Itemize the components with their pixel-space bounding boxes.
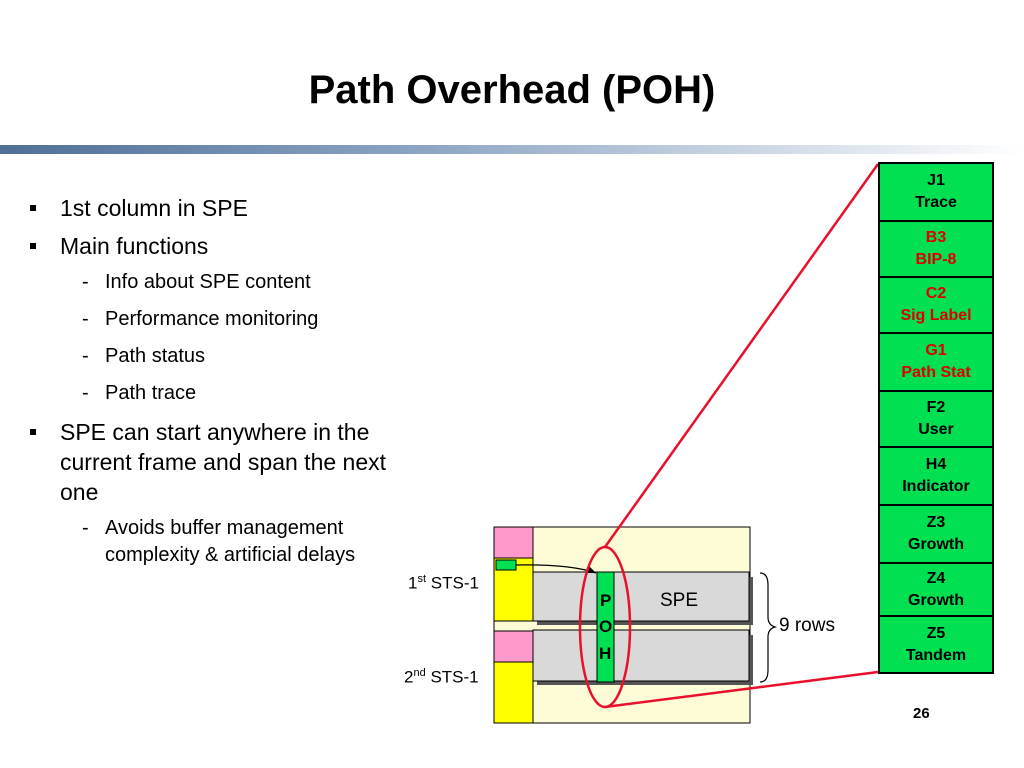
dash-marker: - <box>82 271 89 293</box>
bullet-list: 1st column in SPE Main functions - Info … <box>30 193 410 580</box>
dash-marker: - <box>82 308 89 330</box>
section-overhead-1 <box>493 526 534 559</box>
sub-bullet-text: Path status <box>105 345 206 367</box>
poh-byte-b3: B3 BIP-8 <box>880 222 992 278</box>
line-overhead-2 <box>493 661 534 724</box>
sub-bullet-text: Performance monitoring <box>105 308 319 330</box>
poh-byte-z4: Z4 Growth <box>880 564 992 617</box>
byte-code: C2 <box>925 285 947 302</box>
bullet-marker <box>30 205 36 211</box>
dash-marker: - <box>82 345 89 367</box>
sub-bullet-item: - Info about SPE content <box>30 269 410 295</box>
sub-bullet-item: - Path trace <box>30 380 410 406</box>
byte-name: Indicator <box>902 478 970 495</box>
bullet-marker <box>30 429 36 435</box>
poh-byte-z3: Z3 Growth <box>880 506 992 564</box>
callout-line-top <box>603 163 880 548</box>
section-overhead-2 <box>493 630 534 663</box>
poh-letter-o: O <box>599 617 612 636</box>
sub-bullet-text: Avoids buffer management complexity & ar… <box>105 517 356 566</box>
byte-name: Tandem <box>905 646 967 664</box>
poh-byte-z5: Z5 Tandem <box>880 617 992 672</box>
bullet-marker <box>30 243 36 249</box>
sub-bullet-text: Info about SPE content <box>105 271 311 293</box>
poh-byte-g1: G1 Path Stat <box>880 334 992 392</box>
poh-letter-p: P <box>600 591 611 610</box>
title-divider <box>0 145 1024 154</box>
slide-title: Path Overhead (POH) <box>308 68 716 112</box>
byte-name: Sig Label <box>900 307 972 324</box>
spe-label: SPE <box>660 590 698 611</box>
bullet-text: 1st column in SPE <box>60 195 248 221</box>
sub-bullet-item: - Performance monitoring <box>30 306 410 332</box>
byte-code: Z4 <box>926 569 946 587</box>
bullet-text: Main functions <box>60 233 209 259</box>
byte-name: Path Stat <box>901 364 971 381</box>
dash-marker: - <box>82 382 89 404</box>
spe-block-1 <box>532 571 750 622</box>
nine-rows-label: 9 rows <box>779 615 835 636</box>
byte-code: F2 <box>926 399 946 416</box>
byte-code: B3 <box>925 229 947 246</box>
bullet-item: SPE can start anywhere in the current fr… <box>30 417 400 507</box>
byte-name: User <box>918 421 954 438</box>
byte-code: H4 <box>925 456 947 473</box>
pointer-bytes <box>495 559 517 571</box>
poh-byte-f2: F2 User <box>880 392 992 448</box>
byte-name: Growth <box>908 536 964 553</box>
poh-byte-j1: J1 Trace <box>880 164 992 222</box>
poh-byte-table: J1 Trace B3 BIP-8 C2 Sig Label G1 Path S… <box>878 162 994 674</box>
byte-code: G1 <box>925 342 947 359</box>
first-sts1-label: 1st STS-1 <box>408 573 479 593</box>
byte-name: Growth <box>908 591 964 609</box>
byte-code: J1 <box>927 172 945 189</box>
spe-block-2 <box>532 629 750 682</box>
second-sts1-label: 2nd STS-1 <box>404 667 479 687</box>
poh-letter-h: H <box>599 644 611 663</box>
sub-bullet-text: Path trace <box>105 382 197 404</box>
sub-bullet-item: - Path status <box>30 343 410 369</box>
byte-name: Trace <box>915 194 957 211</box>
page-number: 26 <box>913 705 930 722</box>
bullet-text: SPE can start anywhere in the current fr… <box>60 419 387 505</box>
poh-column <box>596 571 615 683</box>
byte-code: Z3 <box>926 514 946 531</box>
dash-marker: - <box>82 517 89 539</box>
sub-bullet-item: - Avoids buffer management complexity & … <box>30 515 385 569</box>
bullet-item: 1st column in SPE <box>30 193 410 223</box>
bullet-item: Main functions <box>30 231 410 261</box>
poh-byte-h4: H4 Indicator <box>880 448 992 506</box>
byte-name: BIP-8 <box>915 251 957 268</box>
callout-line-bottom <box>604 670 879 709</box>
rows-brace <box>759 572 778 683</box>
poh-byte-c2: C2 Sig Label <box>880 278 992 334</box>
byte-code: Z5 <box>926 624 946 642</box>
